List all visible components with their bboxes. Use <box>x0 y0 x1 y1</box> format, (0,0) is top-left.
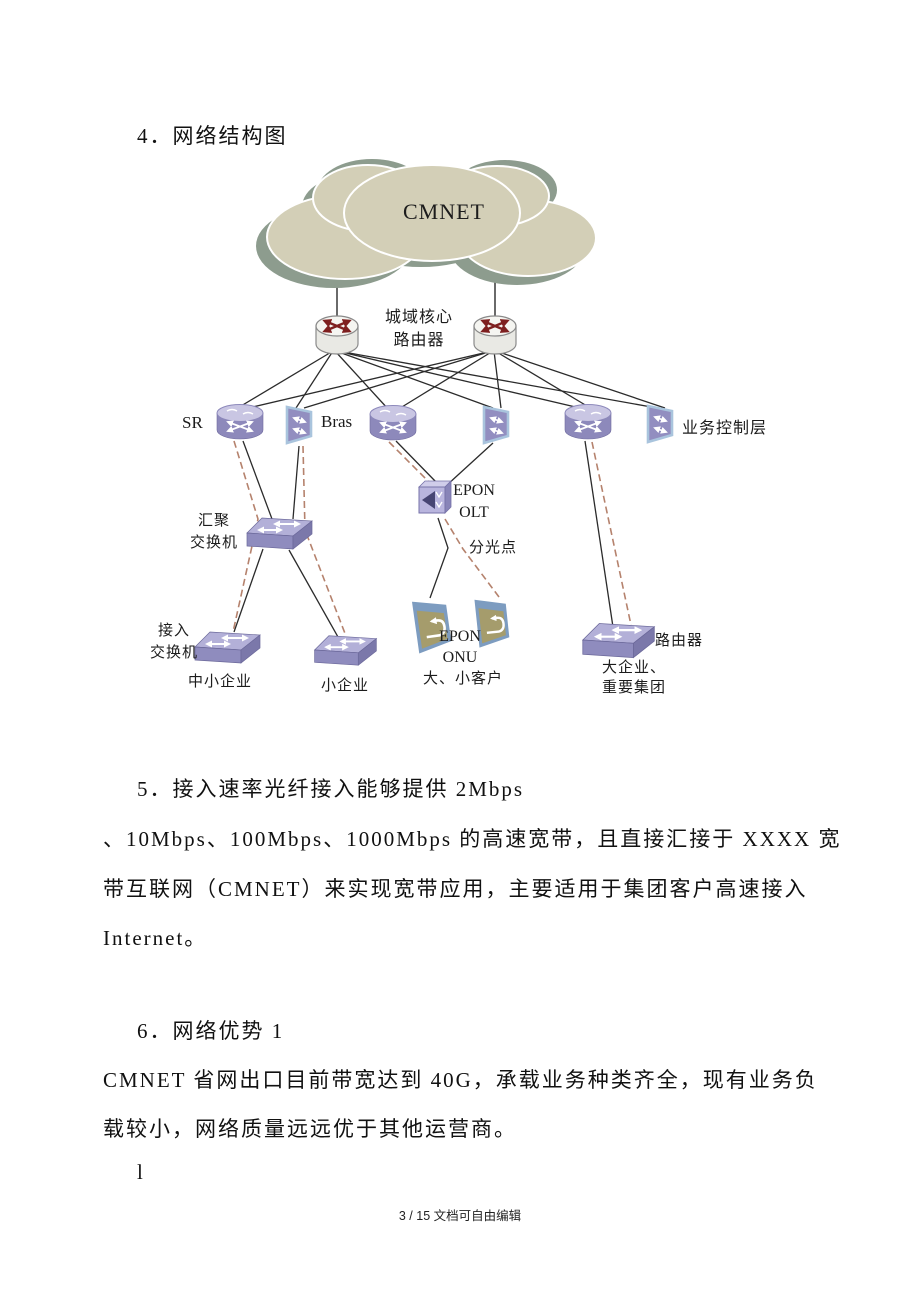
epon-olt-label: EPON OLT <box>449 480 499 524</box>
aggregation-switch-label-line1: 汇聚 <box>197 513 230 529</box>
page-footer: 3 / 15 文档可自由编辑 <box>398 1209 522 1223</box>
cmnet-cloud-label: CMNET <box>403 199 485 224</box>
service-control-device <box>648 406 672 442</box>
epon-onu-label-line2: ONU <box>442 649 478 666</box>
right-router <box>565 405 611 440</box>
cmnet-cloud <box>256 159 597 288</box>
small-enterprise-label: 小企业 <box>321 678 370 694</box>
epon-onu-label: EPON ONU <box>434 626 486 668</box>
aggregation-switch <box>247 518 312 549</box>
epon-olt-label-line2: OLT <box>459 504 489 521</box>
section5-line3: 带互联网（CMNET）来实现宽带应用，主要适用于集团客户高速接入 <box>103 877 808 901</box>
aggregation-switch-label-line2: 交换机 <box>189 535 238 551</box>
section5-line2: 、10Mbps、100Mbps、1000Mbps 的高速宽带，且直接汇接于 XX… <box>103 827 842 851</box>
service-control-label: 业务控制层 <box>682 420 768 437</box>
mid-router <box>370 406 416 441</box>
enterprise-router <box>583 624 655 658</box>
list-bullet: l <box>137 1160 145 1184</box>
sr-router <box>217 405 263 440</box>
core-router-label: 城域核心 路由器 <box>374 306 464 352</box>
epon-olt-label-line1: EPON <box>453 482 495 499</box>
core-router-label-line1: 城域核心 <box>384 309 453 326</box>
core-router-label-line2: 路由器 <box>393 332 445 349</box>
epon-onu-label-line1: EPON <box>439 628 481 645</box>
big-enterprise-label-line1: 大企业、 <box>601 660 666 676</box>
splitter-label: 分光点 <box>469 540 518 556</box>
access-switch-label-line2: 交换机 <box>149 645 198 661</box>
access-switch-label-line1: 接入 <box>157 623 190 639</box>
network-diagram <box>0 159 920 760</box>
section6-line1: CMNET 省网出口目前带宽达到 40G，承载业务种类齐全，现有业务负 <box>103 1068 818 1092</box>
aggregation-switch-label: 汇聚 交换机 <box>184 510 244 554</box>
sme-label: 中小企业 <box>188 674 253 690</box>
core-fan-links <box>235 350 666 411</box>
big-enterprise-label-line2: 重要集团 <box>601 680 666 696</box>
access-switch-label: 接入 交换机 <box>146 620 202 664</box>
small-enterprise-switch <box>315 636 377 665</box>
sr-label: SR <box>182 413 203 432</box>
core-router-right <box>474 316 516 354</box>
heading-section6: 6．网络优势 1 <box>137 1019 285 1043</box>
bras-device <box>287 407 311 443</box>
section6-line2: 载较小，网络质量远远优于其他运营商。 <box>103 1117 517 1141</box>
big-enterprise-label: 大企业、 重要集团 <box>597 658 671 698</box>
access-links <box>233 440 614 638</box>
core-router-left <box>316 316 358 354</box>
router-label: 路由器 <box>655 633 704 649</box>
section5-line1: 5．接入速率光纤接入能够提供 2Mbps <box>137 777 525 801</box>
mid-trapezoid-device <box>484 407 508 443</box>
section5-line4: Internet。 <box>103 926 208 950</box>
bras-label: Bras <box>321 412 353 431</box>
customers-label: 大、小客户 <box>423 671 504 687</box>
fiber-dashed-links <box>232 440 632 637</box>
access-switch <box>195 632 260 663</box>
epon-olt-box <box>418 480 452 514</box>
heading-section4: 4．网络结构图 <box>137 124 288 148</box>
